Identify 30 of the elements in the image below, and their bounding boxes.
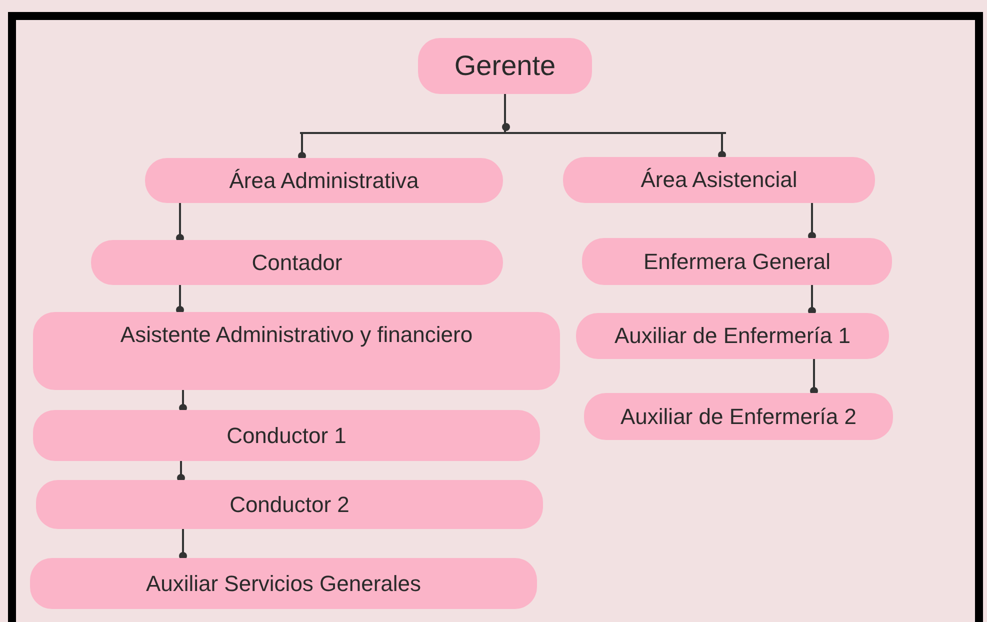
connector	[179, 529, 187, 560]
role-label: Gerente	[454, 50, 556, 82]
connector	[179, 390, 187, 412]
org-box	[36, 480, 543, 529]
org-box	[563, 157, 875, 203]
role-label: Conductor 1	[226, 422, 346, 448]
org-box	[30, 558, 537, 609]
role-label: Área Asistencial	[640, 167, 798, 193]
org-box	[584, 393, 893, 440]
role-label: Enfermera General	[643, 248, 831, 274]
connector	[177, 461, 185, 482]
role-label: Contador	[252, 250, 342, 276]
role-label: Auxiliar de Enfermería 1	[614, 323, 850, 349]
connector	[176, 203, 184, 242]
org-box	[33, 312, 560, 390]
org-box	[582, 238, 892, 285]
role-label: Auxiliar Servicios Generales	[146, 570, 422, 596]
role-label: Área Administrativa	[229, 168, 419, 194]
org-box	[33, 410, 540, 461]
connector	[808, 285, 816, 315]
connector	[810, 359, 818, 395]
org-box	[418, 38, 592, 94]
role-label: Conductor 2	[230, 492, 350, 518]
org-box	[576, 313, 889, 359]
connector	[176, 285, 184, 314]
role-label: Asistente Administrativo y financiero	[120, 322, 473, 348]
role-label: Auxiliar de Enfermería 2	[620, 404, 856, 430]
org-box	[91, 240, 503, 285]
org-box	[145, 158, 503, 203]
connector	[808, 203, 816, 240]
